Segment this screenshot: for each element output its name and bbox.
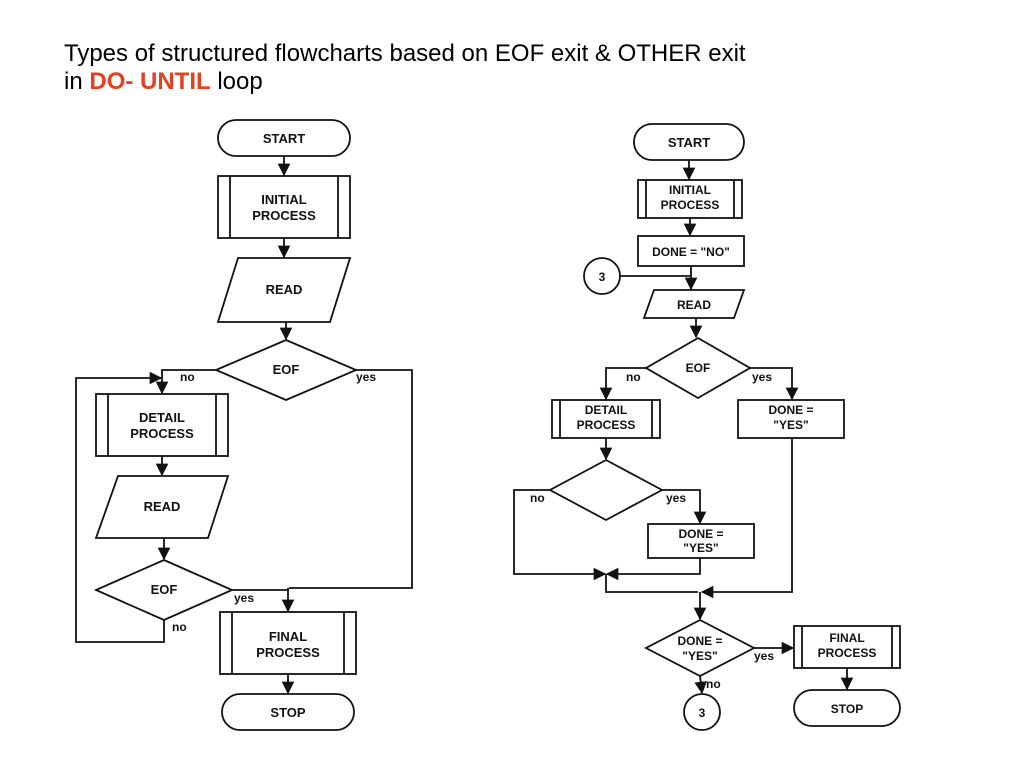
right-done-yes-b-label-1: DONE = (678, 527, 723, 541)
right-done-no-label: DONE = "NO" (652, 245, 730, 259)
right-decision-no-label: no (530, 491, 545, 505)
left-final-label-1: FINAL (269, 629, 307, 644)
left-read-2: READ (94, 475, 230, 539)
right-eof-decision: EOF no yes (626, 336, 772, 400)
left-read-1-label: READ (266, 282, 303, 297)
right-detail-process-box: DETAIL PROCESS (551, 399, 661, 439)
right-initial-label-1: INITIAL (669, 183, 711, 197)
right-done-yes-a-label-2: "YES" (773, 418, 808, 432)
left-initial-label-1: INITIAL (261, 192, 307, 207)
right-connector-out: 3 (683, 693, 721, 731)
right-read-label: READ (677, 298, 711, 312)
right-connector-in-label: 3 (599, 270, 606, 284)
right-decision-yes-label: yes (666, 491, 686, 505)
left-eof-1-yes-label: yes (356, 370, 376, 384)
left-read-2-label: READ (144, 499, 181, 514)
right-done-check-no-label: no (706, 677, 721, 691)
right-flowchart: START INITIAL PROCESS DONE = "NO" 3 READ (513, 123, 901, 731)
left-start-terminal: START (217, 119, 351, 157)
left-start-label: START (263, 131, 305, 146)
right-final-label-1: FINAL (829, 631, 864, 645)
left-eof-2-no-label: no (172, 620, 187, 634)
right-initial-label-2: PROCESS (661, 198, 720, 212)
left-eof-decision-1: EOF no yes (180, 339, 376, 401)
right-detail-label-1: DETAIL (585, 403, 627, 417)
right-done-check-decision: DONE = "YES" yes no (644, 618, 774, 691)
left-detail-process-box: DETAIL PROCESS (95, 393, 229, 457)
right-done-yes-box-a: DONE = "YES" (737, 399, 845, 439)
left-final-process-box: FINAL PROCESS (219, 611, 357, 675)
left-initial-process-box: INITIAL PROCESS (217, 175, 351, 239)
right-done-yes-b-label-2: "YES" (683, 541, 718, 555)
left-eof-2-yes-label: yes (234, 591, 254, 605)
right-initial-process-box: INITIAL PROCESS (637, 179, 743, 219)
left-stop-terminal: STOP (221, 693, 355, 731)
left-flowchart: START INITIAL PROCESS READ EOF no yes DE… (75, 119, 413, 731)
right-connector-in: 3 (583, 257, 621, 295)
right-other-decision: no yes (530, 458, 686, 522)
left-stop-label: STOP (270, 705, 305, 720)
right-stop-label: STOP (831, 702, 863, 716)
title-line-1: Types of structured flowcharts based on … (64, 40, 746, 67)
right-stop-terminal: STOP (793, 689, 901, 727)
right-detail-label-2: PROCESS (577, 418, 636, 432)
right-read: READ (642, 289, 746, 319)
right-done-yes-a-label-1: DONE = (768, 403, 813, 417)
left-detail-label-1: DETAIL (139, 410, 185, 425)
title-line-2: in DO- UNTIL loop (64, 68, 964, 96)
right-done-check-label-2: "YES" (682, 649, 717, 663)
title-highlight: DO- UNTIL (89, 68, 211, 95)
right-connectors (513, 160, 854, 695)
right-start-terminal: START (633, 123, 745, 161)
right-eof-no-label: no (626, 370, 641, 384)
title-line-2-prefix: in (64, 68, 90, 95)
left-connectors (75, 156, 413, 695)
right-final-process-box: FINAL PROCESS (793, 625, 901, 669)
left-read-1: READ (216, 257, 352, 323)
right-done-check-label-1: DONE = (677, 634, 722, 648)
right-connector-out-label: 3 (699, 706, 706, 720)
right-done-no-box: DONE = "NO" (637, 235, 745, 267)
right-eof-label: EOF (686, 361, 711, 375)
left-eof-2-label: EOF (151, 582, 178, 597)
right-eof-yes-label: yes (752, 370, 772, 384)
left-initial-label-2: PROCESS (252, 208, 316, 223)
right-start-label: START (668, 135, 710, 150)
left-eof-1-label: EOF (273, 362, 300, 377)
slide-title: Types of structured flowcharts based on … (64, 40, 964, 96)
right-done-yes-box-b: DONE = "YES" (647, 523, 755, 559)
right-done-check-yes-label: yes (754, 649, 774, 663)
left-detail-label-2: PROCESS (130, 426, 194, 441)
right-final-label-2: PROCESS (818, 646, 877, 660)
left-eof-decision-2: EOF yes no (93, 559, 254, 634)
left-eof-1-no-label: no (180, 370, 195, 384)
title-line-2-suffix: loop (210, 68, 263, 95)
left-final-label-2: PROCESS (256, 645, 320, 660)
